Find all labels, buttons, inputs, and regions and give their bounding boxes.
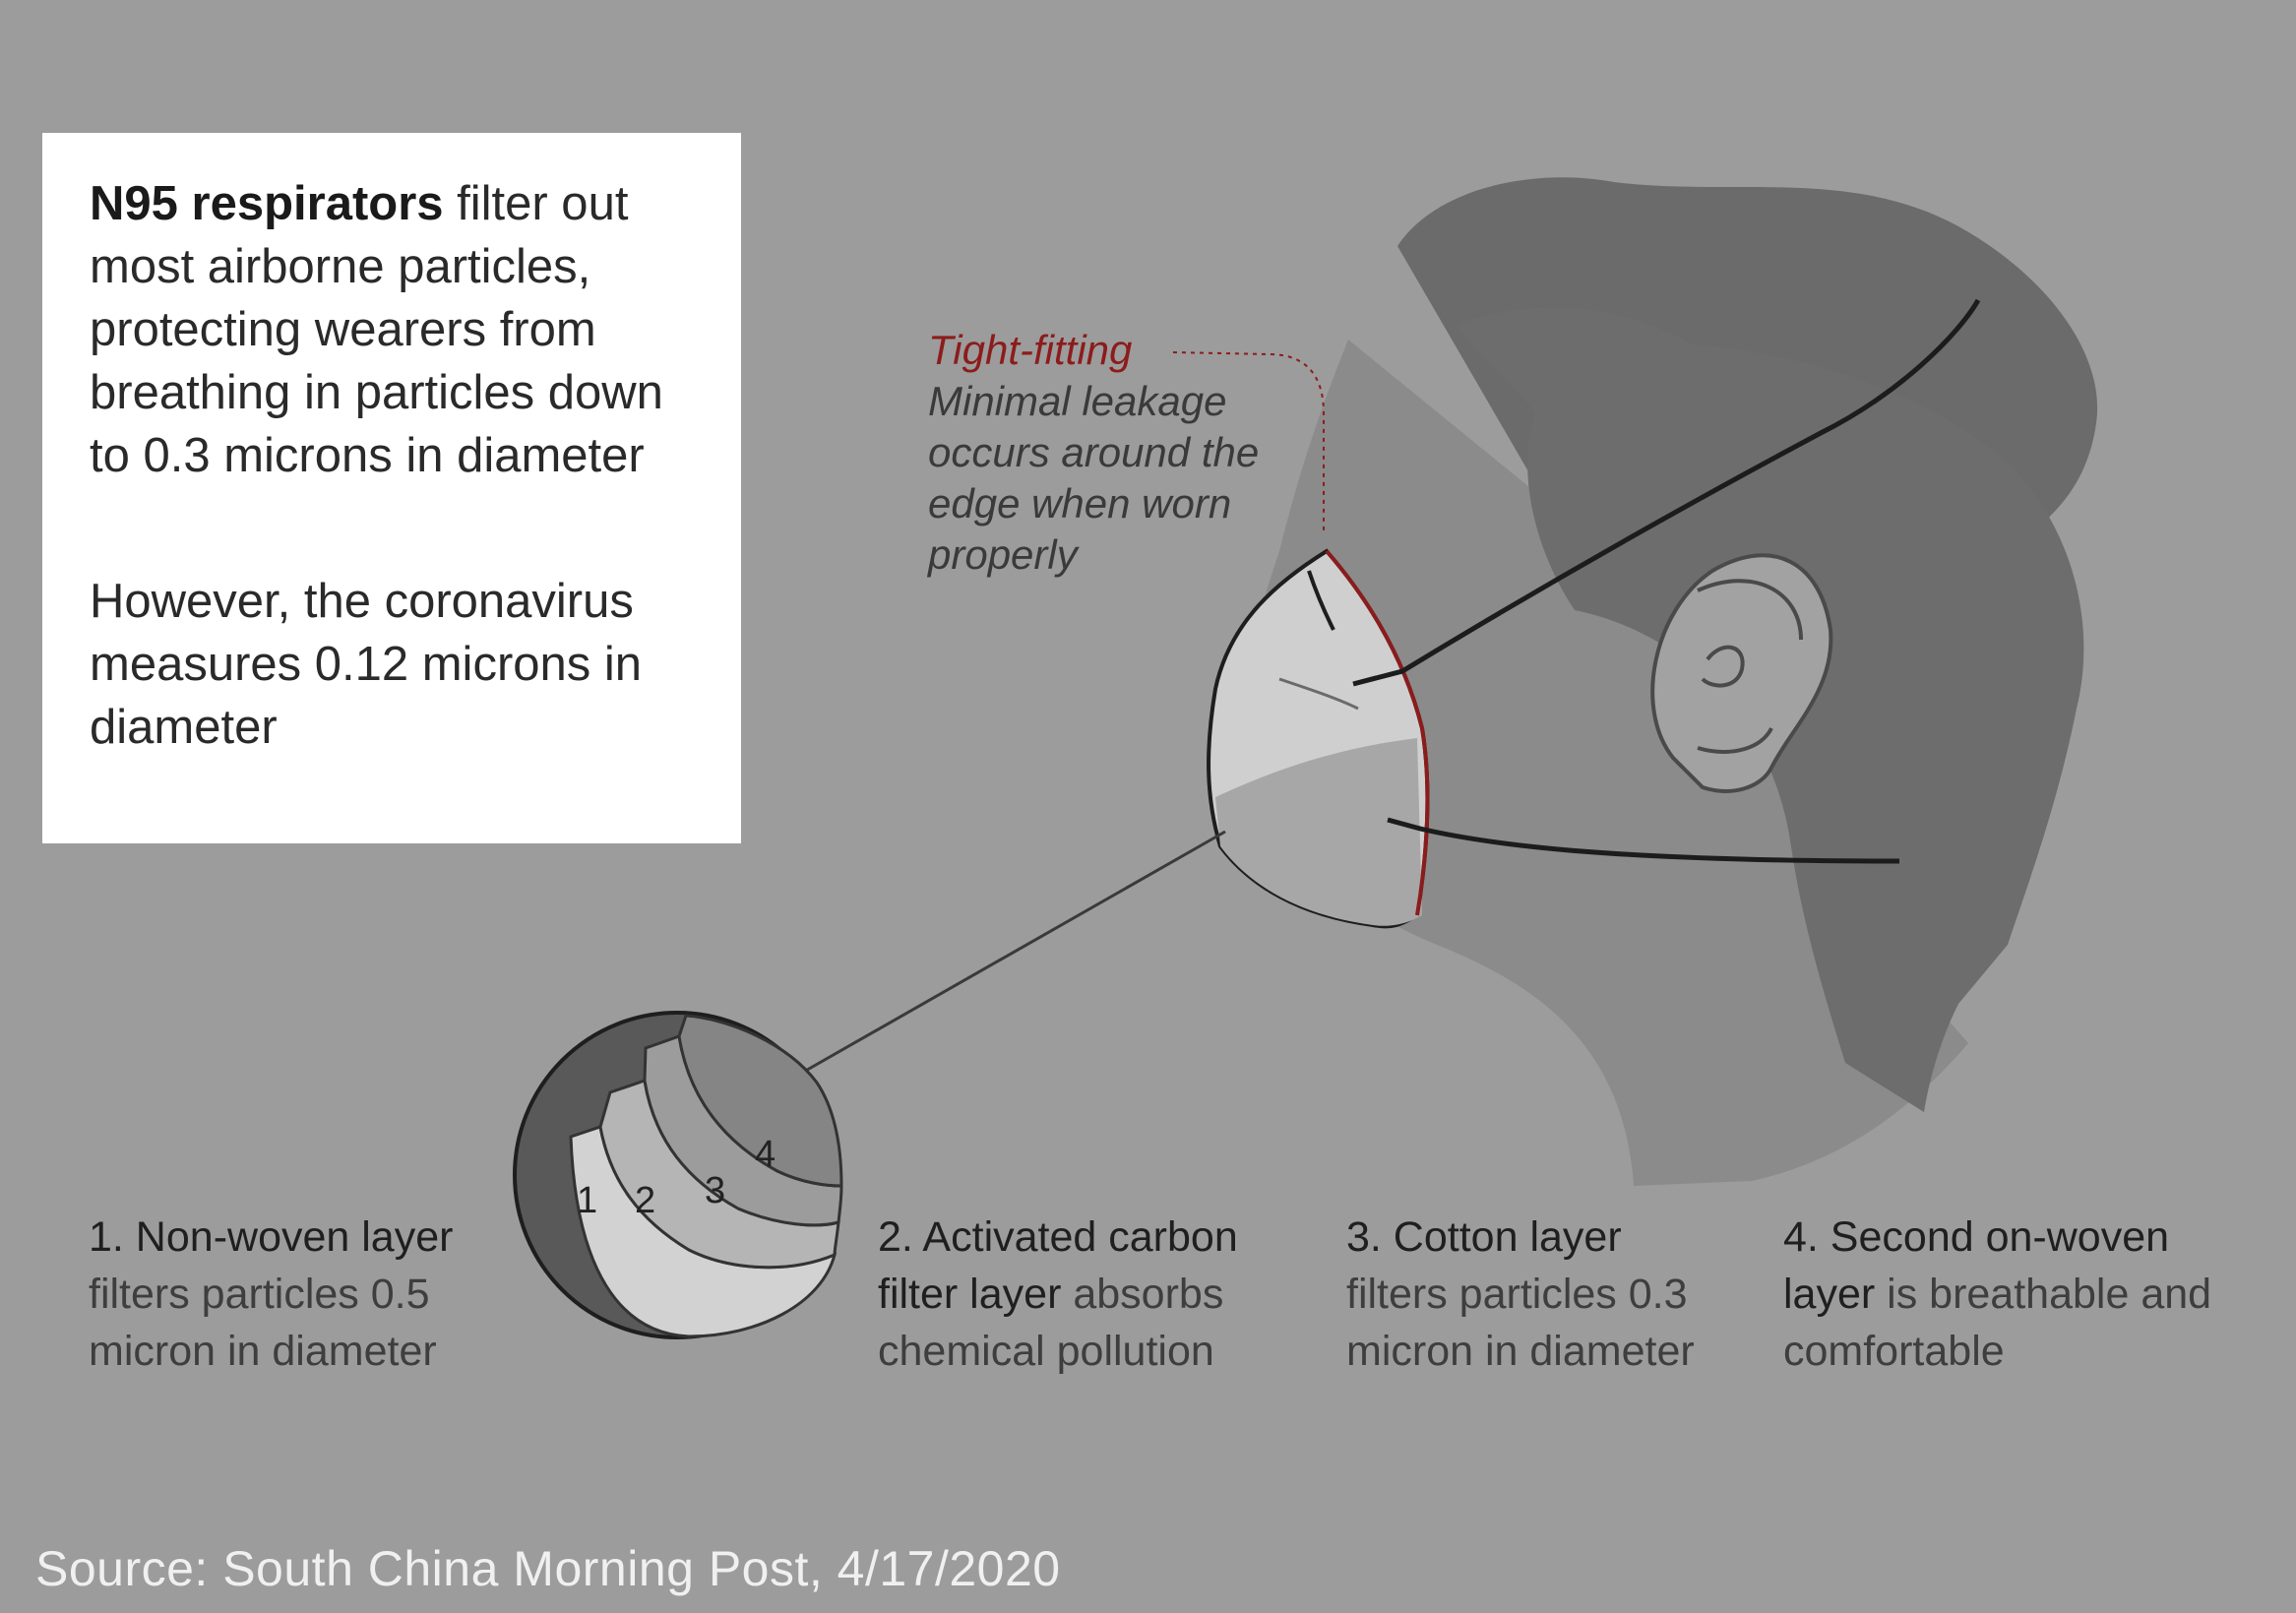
layer-3-text: filters particles 0.3 micron in diameter xyxy=(1346,1271,1695,1375)
info-paragraph-2: However, the coronavirus measures 0.12 m… xyxy=(90,575,643,754)
layer-number-3: 3 xyxy=(705,1170,725,1211)
layer-2-head: 2. Activated carbon filter layer xyxy=(878,1213,1238,1318)
callout-leader xyxy=(1172,351,1325,531)
callout-text: Minimal leakage occurs around the edge w… xyxy=(928,378,1260,578)
info-text-1: filter out most airborne particles, prot… xyxy=(90,177,663,482)
layer-3-head: 3. Cotton layer xyxy=(1346,1213,1622,1261)
layer-label-2: 2. Activated carbon filter layer absorbs… xyxy=(878,1209,1311,1380)
info-box: N95 respirators filter out most airborne… xyxy=(42,133,741,843)
callout-title: Tight-fitting xyxy=(928,327,1133,373)
tight-fitting-callout: Tight-fitting Minimal leakage occurs aro… xyxy=(928,325,1282,581)
mask-icon xyxy=(1207,548,1430,929)
info-bold-lead: N95 respirators xyxy=(90,177,444,230)
layer-circle-icon: 1 2 3 4 xyxy=(513,1011,843,1339)
source-credit: Source: South China Morning Post, 4/17/2… xyxy=(35,1541,1061,1596)
face-neck-shape xyxy=(1251,340,1968,1186)
strap-icon xyxy=(1352,298,1981,864)
layer-label-4: 4. Second on-woven layer is breathable a… xyxy=(1783,1209,2265,1380)
ear-icon xyxy=(1650,553,1833,793)
layer-4-head: 4. Second on-woven layer xyxy=(1783,1213,2170,1318)
layer-1-head: 1. Non-woven layer xyxy=(89,1213,454,1261)
layer-label-3: 3. Cotton layer filters particles 0.3 mi… xyxy=(1346,1209,1779,1380)
info-paragraph-1: N95 respirators filter out most airborne… xyxy=(90,172,694,487)
layer-number-2: 2 xyxy=(635,1180,655,1221)
layer-2-text: absorbs chemical pollution xyxy=(878,1271,1224,1375)
layer-label-1: 1. Non-woven layer filters particles 0.5… xyxy=(89,1209,522,1380)
layer-4-text: is breathable and comfortable xyxy=(1783,1271,2212,1375)
layer-1-text: filters particles 0.5 micron in diameter xyxy=(89,1271,437,1375)
layer-number-4: 4 xyxy=(755,1134,776,1175)
zoom-line xyxy=(801,830,1226,1075)
layer-number-1: 1 xyxy=(577,1180,597,1221)
